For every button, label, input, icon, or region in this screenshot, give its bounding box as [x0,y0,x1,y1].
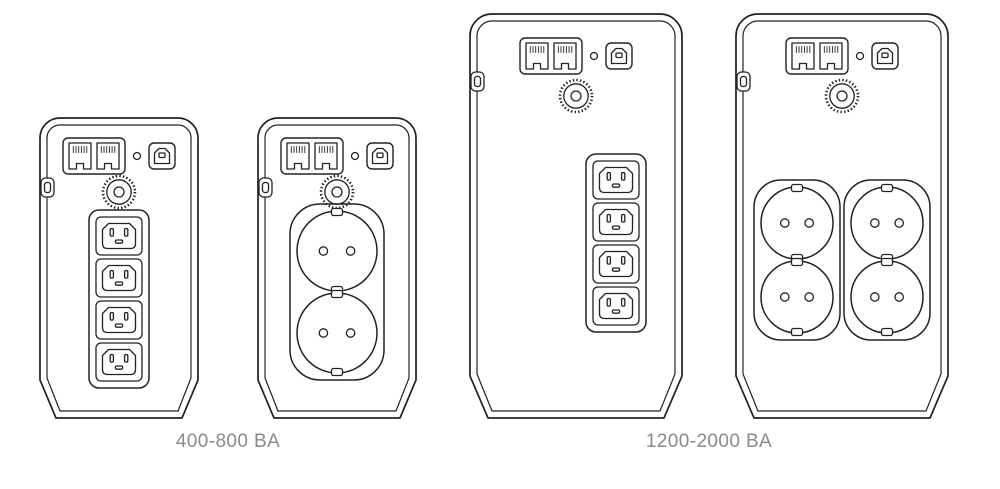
small-button-icon [855,51,865,61]
small-button-icon [132,151,142,161]
iec-c13-outlet-icon [592,286,640,326]
ups-body-outline [469,13,683,419]
cable-clip-icon [736,71,751,92]
usb-b-port-icon [871,42,899,70]
usb-b-port-icon [605,42,633,70]
ups-rear-panel-schuko-large [735,13,949,419]
device-row [468,12,950,420]
rj45-ports-icon [280,137,344,175]
circuit-breaker-icon [319,174,355,210]
usb-b-port-icon [366,142,394,170]
iec-outlet-group [88,209,150,389]
ups-rear-panel-iec-small [39,117,199,419]
circuit-breaker-icon [101,174,137,210]
iec-c13-outlet-icon [592,202,640,242]
schuko-outlet-group [289,203,385,381]
comm-ports-panel [785,37,899,75]
comm-ports-panel [280,137,394,175]
ups-body-outline [257,117,417,419]
iec-outlet-group [585,153,647,333]
schuko-outlet-icon [760,257,834,337]
comm-ports-panel [62,137,176,175]
schuko-outlet-icon [760,183,834,263]
circuit-breaker-icon [824,78,860,114]
cable-clip-icon [258,177,273,198]
group-400-800: 400-800 BA [38,116,418,453]
circuit-breaker-icon [558,78,594,114]
small-button-icon [589,51,599,61]
iec-c13-outlet-icon [592,160,640,200]
rj45-ports-icon [519,37,583,75]
ups-rear-panel-schuko-small [257,117,417,419]
group-label-400-800: 400-800 BA [175,431,281,452]
device-row [38,116,418,420]
usb-b-port-icon [148,142,176,170]
cable-clip-icon [40,177,55,198]
schuko-outlet-group [753,179,931,341]
ups-body-outline [735,13,949,419]
group-1200-2000: 1200-2000 BA [468,12,950,453]
rj45-ports-icon [785,37,849,75]
iec-c13-outlet-icon [592,244,640,284]
iec-c13-outlet-icon [95,342,143,382]
schuko-outlet-icon [850,183,924,263]
iec-c13-outlet-icon [95,258,143,298]
group-label-1200-2000: 1200-2000 BA [645,431,773,452]
iec-c13-outlet-icon [95,216,143,256]
schuko-outlet-icon [296,289,378,377]
comm-ports-panel [519,37,633,75]
schuko-outlet-icon [850,257,924,337]
small-button-icon [350,151,360,161]
cable-clip-icon [470,71,485,92]
ups-rear-panel-iec-large [469,13,683,419]
iec-c13-outlet-icon [95,300,143,340]
rj45-ports-icon [62,137,126,175]
schuko-outlet-icon [296,207,378,295]
ups-body-outline [39,117,199,419]
